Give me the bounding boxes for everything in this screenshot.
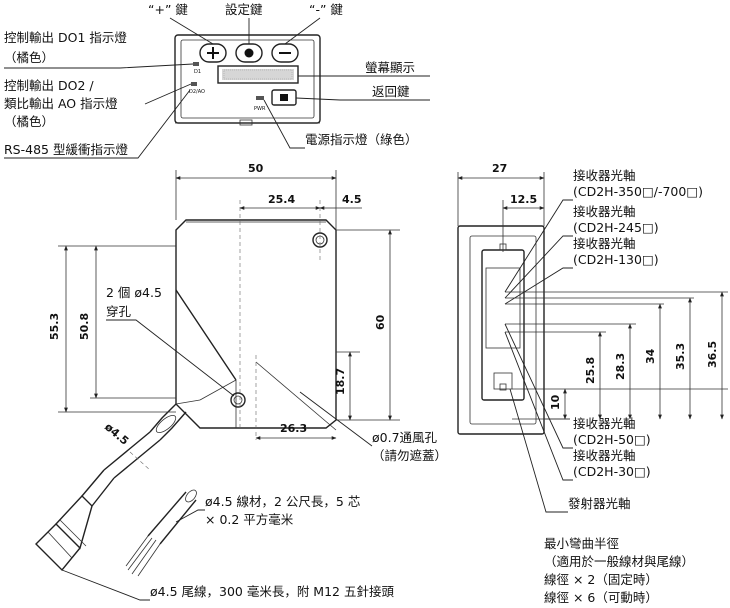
do2-label-2: 類比輸出 AO 指示燈	[4, 96, 118, 111]
panel-d2-text: D2/AO	[189, 89, 205, 95]
axis-130-title: 接收器光軸	[573, 236, 636, 251]
panel-pwr-text: PWR	[254, 106, 266, 112]
emitter-window	[493, 372, 513, 390]
dim-4-5: 4.5	[342, 193, 362, 206]
panel-d1-text: D1	[194, 69, 201, 75]
plus-key[interactable]	[199, 43, 227, 63]
axis-30-title: 接收器光軸	[573, 448, 636, 463]
axis-50-model: (CD2H-50□)	[573, 432, 651, 447]
do1-label-2: （橘色）	[4, 50, 54, 65]
vent-label-1: ø0.7通風孔	[372, 430, 438, 445]
set-key[interactable]	[235, 43, 263, 63]
dim-26-3: 26.3	[280, 422, 307, 435]
vent-label-2: （請勿遮蓋）	[372, 448, 447, 463]
dim-55-3: 55.3	[48, 313, 61, 340]
dim-50-8: 50.8	[78, 313, 91, 340]
mount-hole-top	[312, 232, 328, 248]
dim-36-5: 36.5	[706, 341, 719, 368]
axis-130-model: (CD2H-130□)	[573, 252, 659, 267]
control-panel: D1 D2/AO PWR	[174, 34, 321, 126]
front-view	[149, 200, 337, 441]
dim-25-4: 25.4	[268, 193, 295, 206]
cable-dia-label: ø4.5	[102, 420, 131, 447]
axis-50-title: 接收器光軸	[573, 416, 636, 431]
cable-drawing: ø4.5	[35, 420, 197, 577]
dim-28-3: 28.3	[614, 353, 627, 380]
axis-350-model: (CD2H-350□/-700□)	[573, 184, 703, 199]
axis-30-model: (CD2H-30□)	[573, 464, 651, 479]
dim-60: 60	[374, 314, 387, 330]
axis-245-model: (CD2H-245□)	[573, 220, 659, 235]
dim-27: 27	[492, 162, 507, 175]
minus-key-label: “-” 鍵	[309, 2, 343, 17]
bend-line-2: 線徑 × 2（固定時）	[544, 572, 658, 587]
return-key-label: 返回鍵	[372, 84, 410, 99]
plus-key-label: “+” 鍵	[148, 2, 188, 17]
hole-label-1: 2 個 ø4.5	[106, 285, 162, 300]
dim-18-7: 18.7	[334, 368, 347, 395]
bend-title: 最小彎曲半徑	[544, 536, 619, 551]
dim-35-3: 35.3	[674, 343, 687, 370]
display-screen	[217, 65, 299, 84]
emitter-label: 發射器光軸	[568, 496, 631, 511]
mount-hole-bottom	[230, 392, 246, 408]
do2-label-3: （橘色）	[4, 114, 54, 129]
minus-key[interactable]	[271, 43, 299, 63]
do1-led	[193, 62, 199, 66]
wire-note-2: × 0.2 平方毫米	[205, 512, 294, 527]
do2-label-1: 控制輸出 DO2 /	[4, 78, 94, 93]
power-label: 電源指示燈（綠色）	[305, 132, 418, 147]
power-led	[256, 96, 264, 100]
pigtail-note: ø4.5 尾線，300 毫米長，附 M12 五針接頭	[150, 584, 394, 599]
axis-245-title: 接收器光軸	[573, 204, 636, 219]
bend-line-1: （適用於一般線材與尾線）	[544, 554, 694, 569]
dim-10: 10	[549, 394, 562, 410]
screen-label: 螢幕顯示	[365, 60, 415, 75]
axis-350-title: 接收器光軸	[573, 168, 636, 183]
hole-label-2: 穿孔	[106, 304, 132, 319]
dim-25-8: 25.8	[584, 357, 597, 384]
wire-note-1: ø4.5 線材，2 公尺長，5 芯	[205, 494, 360, 509]
return-key[interactable]	[271, 89, 297, 106]
rs485-label: RS-485 型緩衝指示燈	[4, 142, 128, 157]
side-view	[457, 225, 545, 435]
dim-50: 50	[248, 162, 264, 175]
dim-34: 34	[644, 348, 657, 364]
do2-led	[191, 82, 197, 86]
do1-label-1: 控制輸出 DO1 指示燈	[4, 30, 127, 45]
bend-line-3: 線徑 × 6（可動時）	[544, 590, 658, 605]
set-key-label: 設定鍵	[225, 2, 263, 17]
dim-12-5: 12.5	[510, 193, 537, 206]
